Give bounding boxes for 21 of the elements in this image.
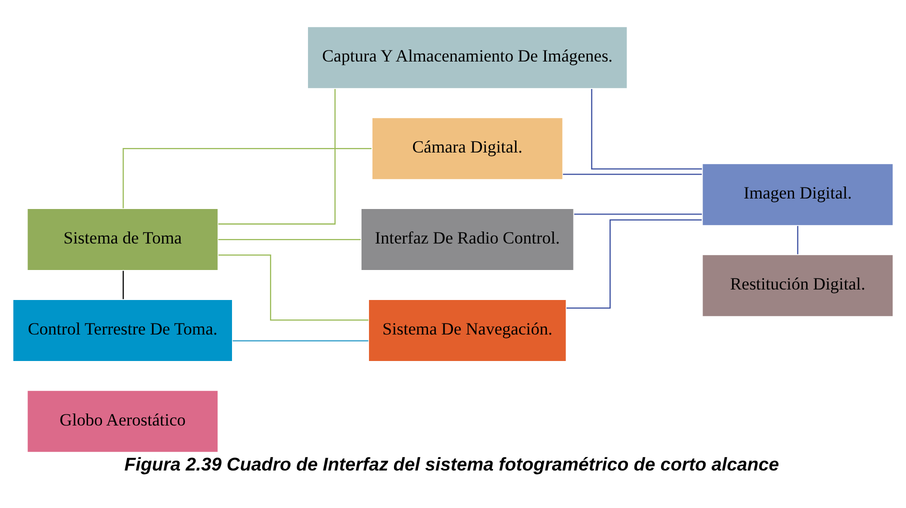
- node-box: Globo Aerostático: [26, 389, 219, 453]
- node-box: Restitución Digital.: [702, 253, 894, 317]
- node-box: Sistema de Toma: [26, 207, 219, 271]
- node-box: Captura Y Almacenamiento De Imágenes.: [306, 26, 628, 89]
- connector: [218, 88, 336, 224]
- connector: [218, 254, 368, 320]
- connector: [574, 213, 702, 214]
- node-box: Interfaz De Radio Control.: [360, 207, 574, 271]
- connector: [122, 148, 372, 208]
- connector: [562, 173, 702, 174]
- connector: [122, 270, 124, 299]
- connector: [591, 88, 702, 170]
- caption: Figura 2.39 Cuadro de Interfaz del sistema fotogramétrico de corto alcance: [124, 453, 780, 474]
- node-box: Control Terrestre De Toma.: [12, 298, 234, 362]
- node-box: Imagen Digital.: [702, 162, 894, 226]
- connector: [566, 218, 702, 308]
- connector: [797, 225, 798, 254]
- connector: [218, 238, 361, 240]
- node-box: Cámara Digital.: [371, 116, 564, 180]
- connector: [232, 340, 368, 341]
- node-box: Sistema De Navegación.: [368, 298, 567, 362]
